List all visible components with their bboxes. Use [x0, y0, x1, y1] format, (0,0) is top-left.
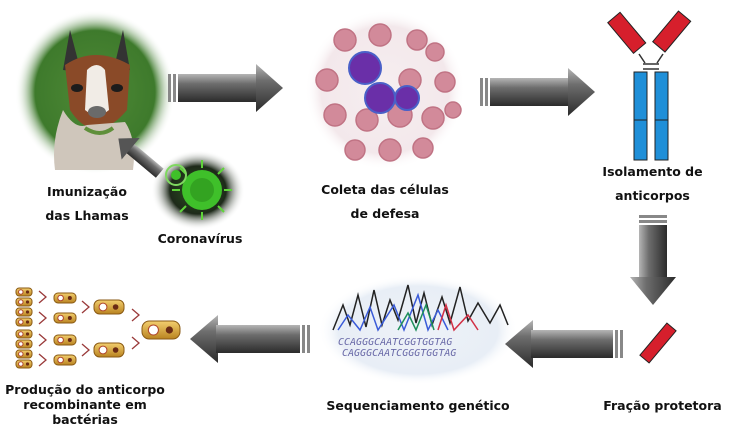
arrow-cells-to-antibody — [480, 68, 595, 116]
chevron-icon — [81, 300, 90, 314]
bacterium-small — [15, 339, 33, 349]
bacterium-large — [93, 342, 125, 358]
bacterium-small — [15, 359, 33, 369]
bacterium-small — [15, 349, 33, 359]
bacterium-small — [15, 287, 33, 297]
arrow-antibody-to-fraction — [630, 215, 676, 305]
bacterium-medium — [53, 292, 77, 304]
label-line: recombinante em — [23, 397, 147, 412]
coronavirus-image — [151, 150, 245, 230]
label-line: Fração protetora — [603, 398, 722, 413]
arrow-fraction-to-sequencing — [505, 320, 623, 368]
label-line: Imunização — [47, 184, 127, 199]
label-line: bactérias — [52, 412, 118, 427]
antibody-icon — [607, 10, 692, 161]
chevron-icon — [38, 353, 47, 367]
arrow-sequencing-to-bacteria — [190, 315, 310, 363]
label-line: Isolamento de — [602, 164, 703, 179]
label-coronavirus: Coronavírus — [150, 227, 250, 251]
label-line: das Lhamas — [45, 208, 129, 223]
bacterium-small — [15, 329, 33, 339]
label-protective-fraction: Fração protetora — [595, 394, 730, 418]
bacterium-medium — [53, 354, 77, 366]
dna-sequencing-image: CCAGGGCAATCGGTGGTAG CAGGGCAATCGGGTGGTAG — [318, 275, 518, 385]
chevron-icon — [38, 290, 47, 304]
sequence-line-2: CAGGGCAATCGGGTGGTAG — [342, 348, 456, 359]
protective-fraction-icon — [639, 322, 677, 364]
bacterium-small — [15, 297, 33, 307]
bacterium-main — [141, 320, 181, 340]
chevron-icon — [131, 308, 140, 322]
bacterium-large — [93, 299, 125, 315]
bacterium-small — [15, 307, 33, 317]
label-line: de defesa — [350, 206, 420, 221]
label-llama-immunization: Imunização das Lhamas — [22, 180, 152, 228]
label-genetic-sequencing: Sequenciamento genético — [318, 394, 518, 418]
bacterium-medium — [53, 312, 77, 324]
bacterium-medium — [53, 334, 77, 346]
bacterium-small — [15, 317, 33, 327]
label-line: Produção do anticorpo — [5, 382, 165, 397]
chevron-icon — [38, 333, 47, 347]
chevron-icon — [131, 336, 140, 350]
label-line: Coleta das células — [321, 182, 449, 197]
chevron-icon — [38, 311, 47, 325]
arrow-virus-to-llama — [118, 138, 164, 178]
llama-image — [15, 10, 175, 174]
label-antibody-isolation: Isolamento de anticorpos — [590, 160, 715, 208]
bacteria-production-image — [15, 287, 181, 369]
label-line: Coronavírus — [157, 231, 243, 246]
sequence-line-1: CCAGGGCAATCGGTGGTAG — [338, 337, 452, 348]
label-recombinant-production: Produção do anticorpo recombinante em ba… — [0, 382, 170, 427]
chevron-icon — [81, 343, 90, 357]
arrow-llama-to-cells — [168, 64, 283, 112]
label-line: Sequenciamento genético — [326, 398, 510, 413]
label-line: anticorpos — [615, 188, 690, 203]
label-cell-collection: Coleta das células de defesa — [305, 178, 465, 226]
blood-cells-image — [305, 10, 465, 170]
